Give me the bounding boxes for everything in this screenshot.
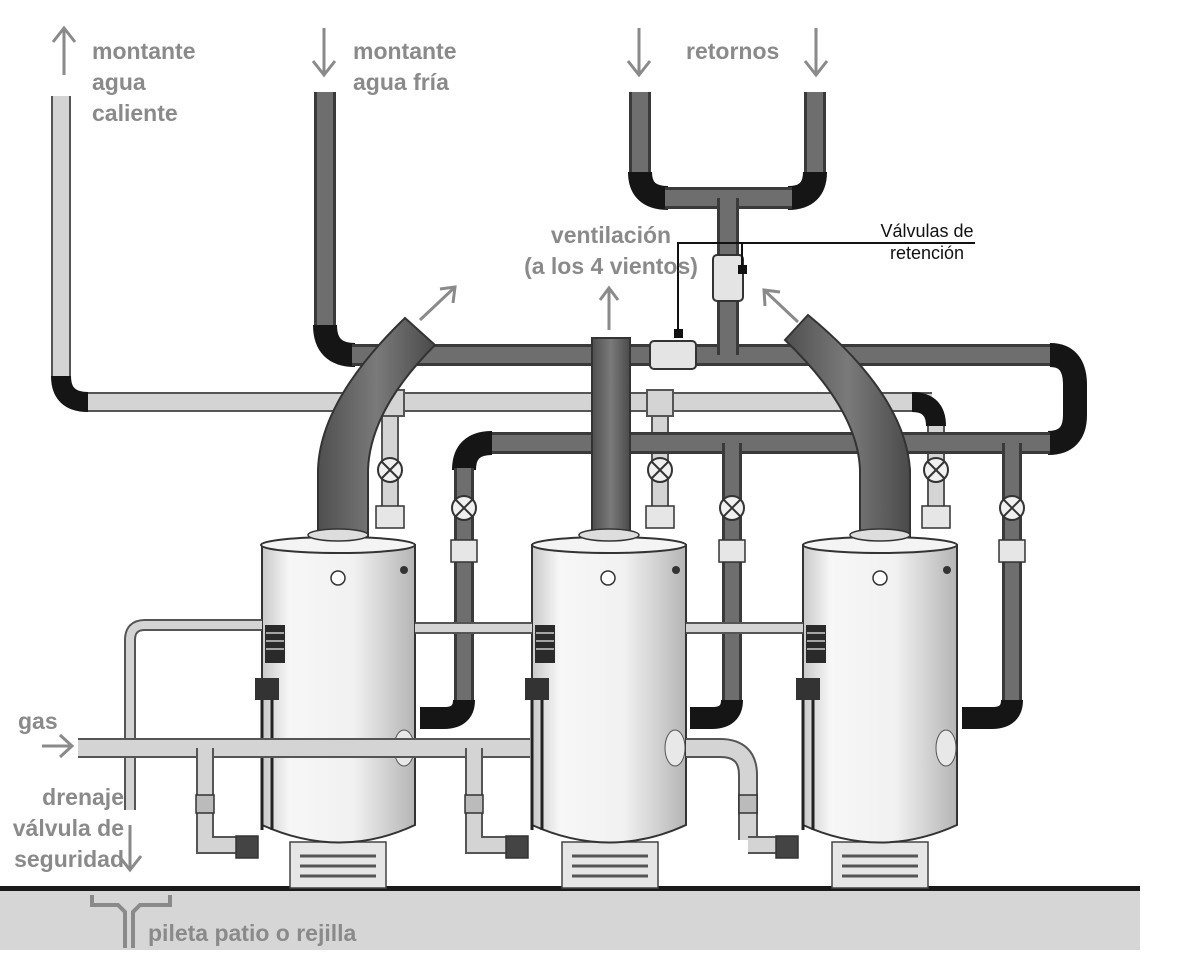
hot-water-riser-label: montante agua caliente <box>92 38 196 126</box>
gas-line <box>78 738 780 854</box>
flow-arrows <box>42 25 829 873</box>
check-valves <box>649 254 744 370</box>
vent-flues <box>317 313 911 541</box>
valve-crosses <box>381 461 1021 517</box>
relief-valve-drain-line <box>124 619 803 810</box>
pipe-unions <box>375 505 1026 563</box>
floor-drain-symbol <box>90 895 172 948</box>
vent-label: ventilación (a los 4 vientos) <box>524 222 698 279</box>
gas-label: gas <box>18 708 58 734</box>
check-valve-leader-lines <box>674 242 975 338</box>
gas-valves <box>195 794 799 859</box>
cold-water-riser-pipe <box>313 92 1087 729</box>
drain-relief-valve-label: drenaje válvula de seguridad <box>12 784 124 872</box>
returns-label: retornos <box>686 38 780 64</box>
water-heater-1 <box>255 528 416 889</box>
vent-arrows <box>418 285 800 330</box>
check-valves-label: Válvulas de retención <box>880 221 974 263</box>
water-heater-3 <box>796 528 958 889</box>
cold-water-riser-label: montante agua fría <box>353 38 457 95</box>
water-heaters <box>255 528 958 889</box>
water-heater-2 <box>525 528 687 889</box>
floor-drain-label: pileta patio o rejilla <box>148 920 357 946</box>
